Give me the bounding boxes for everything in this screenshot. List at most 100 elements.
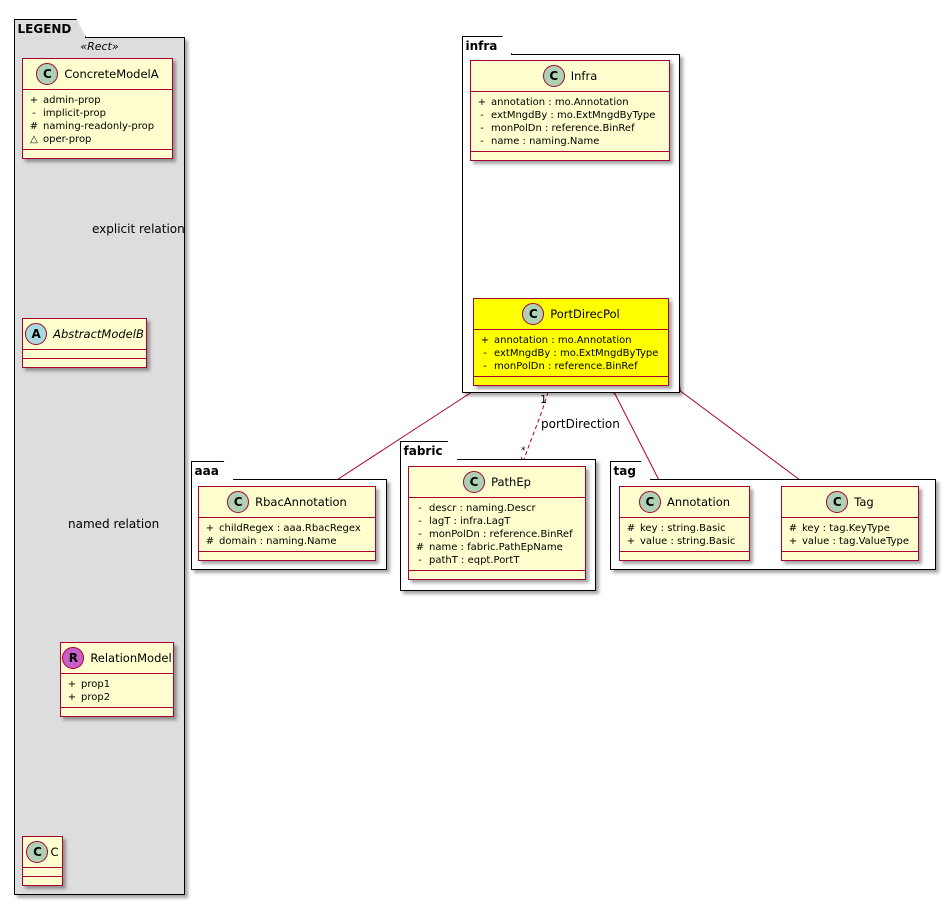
visibility-icon: -: [483, 348, 487, 359]
class-port-direc-pol[interactable]: C PortDirecPol +annotation : mo.Annotati…: [473, 298, 669, 386]
visibility-icon: -: [418, 503, 422, 514]
attribute-text: key : tag.KeyType: [802, 523, 890, 534]
class-tag[interactable]: C Tag # key : tag.KeyType + value : tag.Va…: [781, 486, 919, 561]
attribute-text: annotation : mo.Annotation: [491, 97, 629, 108]
legend-package: LEGEND «Rect»: [14, 37, 185, 895]
attribute-row: -extMngdBy : mo.ExtMngdByType: [477, 109, 663, 122]
visibility-icon: +: [205, 523, 215, 534]
attribute-text: prop2: [81, 692, 111, 703]
visibility-icon: -: [418, 516, 422, 527]
visibility-icon: +: [626, 536, 636, 547]
attribute-row: -extMngdBy : mo.ExtMngdByType: [480, 347, 662, 360]
attribute-text: monPolDn : reference.BinRef: [494, 361, 638, 372]
class-operations: [471, 152, 669, 160]
class-name: Infra: [570, 69, 598, 83]
attribute-row: -implicit-prop: [29, 107, 166, 120]
attribute-row: # key : string.Basic: [626, 522, 743, 535]
class-name: Tag: [854, 495, 874, 509]
visibility-icon: +: [788, 536, 798, 547]
attribute-text: monPolDn : reference.BinRef: [429, 529, 573, 540]
visibility-icon: #: [205, 536, 215, 547]
named-relation-label: named relation: [68, 517, 160, 531]
class-header: C PathEp: [409, 467, 585, 498]
attribute-text: domain : naming.Name: [219, 536, 337, 547]
attribute-text: name : fabric.PathEpName: [429, 542, 563, 553]
attribute-row: #naming-readonly-prop: [29, 120, 166, 133]
class-c[interactable]: C C: [22, 836, 63, 886]
class-attributes: +prop1 + prop2: [61, 674, 173, 708]
visibility-icon: #: [626, 523, 636, 534]
class-name: RelationModel: [90, 651, 172, 665]
class-header: C Tag: [782, 487, 918, 518]
class-header: C PortDirecPol: [474, 299, 668, 330]
class-attributes: -descr : naming.Descr -lagT : infra.LagT…: [409, 498, 585, 571]
visibility-icon: -: [483, 361, 487, 372]
class-rbac-annotation[interactable]: C RbacAnnotation +childRegex : aaa.RbacR…: [198, 486, 376, 561]
attribute-text: annotation : mo.Annotation: [494, 335, 632, 346]
class-name: RbacAnnotation: [255, 495, 347, 509]
class-annotation[interactable]: C Annotation #key : string.Basic +value …: [619, 486, 750, 561]
class-operations: [23, 877, 62, 885]
attribute-row: + admin-prop: [29, 94, 166, 107]
class-operations: [620, 552, 749, 560]
multiplicity-source: 1: [540, 393, 547, 406]
aaa-package-tab: aaa: [191, 461, 234, 480]
attribute-text: descr : naming.Descr: [429, 503, 536, 514]
class-relation-model[interactable]: R RelationModel +prop1 + prop2: [60, 642, 174, 717]
visibility-icon: -: [480, 110, 484, 121]
tag-package-tab: tag: [610, 461, 651, 480]
visibility-icon: +: [29, 95, 39, 106]
explicit-relation-label: explicit relation: [92, 222, 185, 236]
class-attributes: # key : string.Basic + value : string.Basi…: [620, 518, 749, 552]
attribute-row: -monPolDn : reference.BinRef: [415, 528, 579, 541]
visibility-icon: +: [477, 97, 487, 108]
attribute-row: + value : string.Basic: [626, 535, 743, 548]
class-path-ep[interactable]: C PathEp -descr : naming.Descr -lagT : i…: [408, 466, 586, 580]
class-header: C Infra: [471, 61, 669, 92]
attribute-row: #name : fabric.PathEpName: [415, 541, 579, 554]
class-operations: [23, 150, 172, 158]
class-infra[interactable]: C Infra + annotation : mo.Annotation -ext…: [470, 60, 670, 161]
attribute-text: implicit-prop: [43, 108, 106, 119]
fabric-package-tab: fabric: [400, 441, 458, 460]
attribute-text: extMngdBy : mo.ExtMngdByType: [494, 348, 659, 359]
class-attributes: # key : tag.KeyType + value : tag.ValueTyp…: [782, 518, 918, 552]
attribute-row: +annotation : mo.Annotation: [480, 334, 662, 347]
visibility-icon: -: [418, 529, 422, 540]
visibility-icon: #: [29, 121, 39, 132]
visibility-icon: #: [788, 523, 798, 534]
class-attributes: + admin-prop -implicit-prop #naming-reado…: [23, 90, 172, 150]
class-operations: [199, 552, 375, 560]
class-name: PathEp: [491, 475, 531, 489]
class-header: C ConcreteModelA: [23, 59, 172, 90]
attribute-row: +prop1: [67, 678, 167, 691]
attribute-row: -lagT : infra.LagT: [415, 515, 579, 528]
attribute-text: value : tag.ValueType: [802, 536, 910, 547]
attribute-row: -monPolDn : reference.BinRef: [480, 360, 662, 373]
portdirecpol-tag-edge: [678, 389, 809, 487]
class-operations: [474, 377, 668, 385]
class-operations: [61, 708, 173, 716]
class-header: R RelationModel: [61, 643, 173, 674]
attribute-row: +childRegex : aaa.RbacRegex: [205, 522, 369, 535]
port-direction-label: portDirection: [541, 417, 620, 431]
class-attributes: [23, 868, 62, 877]
class-concrete-model-a[interactable]: C ConcreteModelA + admin-prop -implicit-p…: [22, 58, 173, 159]
class-name: PortDirecPol: [550, 307, 620, 321]
attribute-text: monPolDn : reference.BinRef: [491, 123, 635, 134]
class-badge-icon: C: [36, 63, 59, 85]
visibility-icon: △: [30, 134, 38, 145]
class-abstract-model-b[interactable]: A AbstractModelB: [22, 318, 147, 368]
portdirecpol-annotation-edge: [613, 391, 663, 487]
attribute-text: admin-prop: [43, 95, 101, 106]
class-header: C C: [23, 837, 62, 868]
attribute-text: extMngdBy : mo.ExtMngdByType: [491, 110, 656, 121]
visibility-icon: +: [67, 679, 77, 690]
attribute-text: lagT : infra.LagT: [429, 516, 511, 527]
class-badge-icon: C: [826, 491, 849, 513]
attribute-row: -descr : naming.Descr: [415, 502, 579, 515]
visibility-icon: -: [480, 123, 484, 134]
attribute-text: key : string.Basic: [640, 523, 726, 534]
class-attributes: +childRegex : aaa.RbacRegex # domain : na…: [199, 518, 375, 552]
attribute-text: value : string.Basic: [640, 536, 736, 547]
